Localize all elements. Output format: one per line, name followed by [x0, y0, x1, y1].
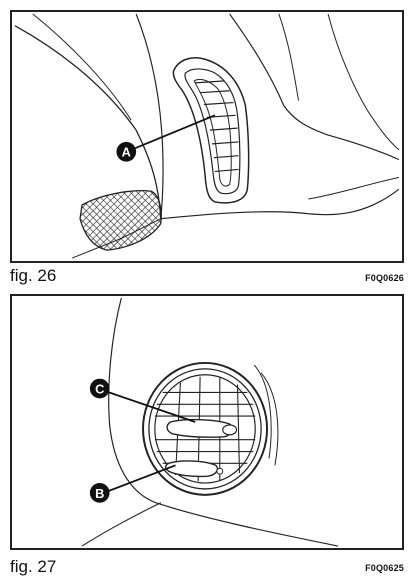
speaker-grille-icon	[79, 190, 162, 251]
dash-contour-line	[229, 13, 400, 161]
dash-contour-line	[160, 188, 400, 220]
callout-c-badge: C	[89, 378, 110, 399]
fig27-drawing: C B	[81, 297, 339, 547]
dash-contour-line	[108, 297, 339, 547]
round-air-vent	[142, 361, 269, 496]
dash-contour-line	[327, 13, 400, 151]
callout-a-label: A	[122, 145, 131, 160]
dash-contour-line	[81, 502, 161, 547]
callout-leader-line	[103, 464, 176, 494]
callout-a-badge: A	[116, 141, 137, 162]
fig26-drawing: A	[14, 13, 400, 259]
fig26-caption: fig. 26	[10, 266, 57, 285]
fig26-illustration: A	[10, 10, 404, 263]
callout-b-badge: B	[89, 483, 110, 503]
dash-contour-line	[135, 13, 164, 219]
callout-c-label: C	[95, 381, 104, 396]
fig27-caption: fig. 27	[10, 557, 57, 576]
callout-leader-line	[130, 114, 216, 151]
dash-contour-line	[308, 176, 400, 200]
dash-contour-line	[14, 25, 162, 219]
fig27-illustration: C B	[10, 294, 404, 550]
callout-b-label: B	[95, 486, 104, 501]
side-air-vent	[172, 57, 250, 204]
dash-contour-line	[278, 13, 300, 101]
fig27-code: F0Q0625	[365, 563, 404, 573]
dash-contour-line	[260, 372, 279, 466]
dash-contour-line	[253, 364, 272, 459]
dash-contour-line	[32, 13, 132, 121]
fig26-code: F0Q0626	[365, 273, 404, 283]
callout-leader-line	[103, 389, 196, 423]
